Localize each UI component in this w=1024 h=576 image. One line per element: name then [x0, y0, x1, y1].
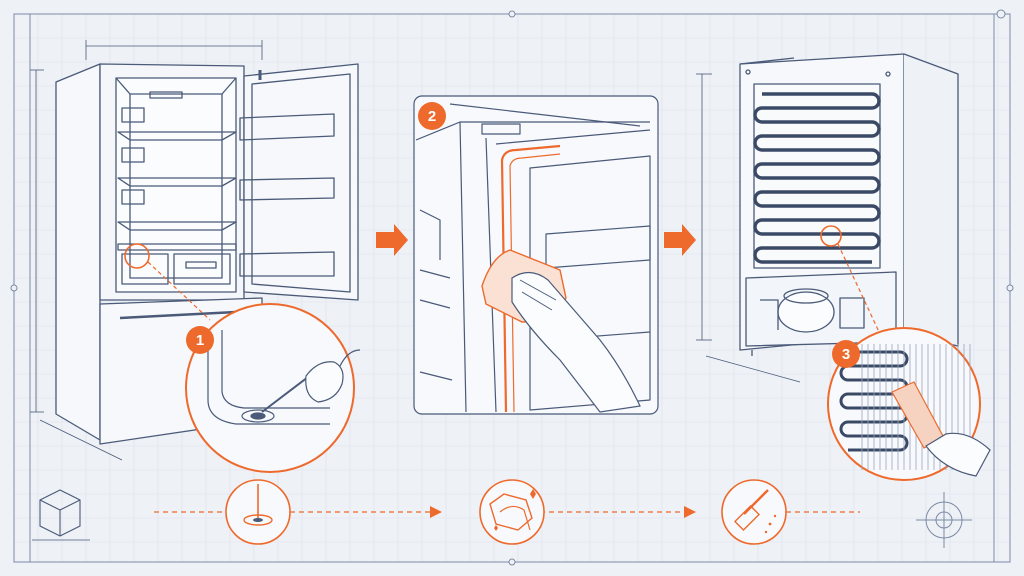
flow-arrow-2	[664, 224, 696, 256]
wipe-cloth-icon	[479, 479, 545, 545]
fridge-back-illustration	[696, 53, 959, 383]
flow-arrow-1	[376, 224, 408, 256]
coil-brush-zoom-detail	[827, 327, 991, 481]
coil-highlight	[820, 225, 881, 335]
step-badge-1: 1	[186, 326, 214, 354]
step-badge-3: 3	[832, 340, 860, 368]
condenser-coils	[753, 92, 881, 264]
coil-brush-icon	[721, 479, 787, 545]
blueprint-frame	[10, 9, 1014, 566]
step-number-3: 3	[842, 346, 850, 363]
crosshair-icon	[916, 492, 972, 548]
step-number-1: 1	[196, 332, 204, 349]
summary-arrow-1	[430, 506, 442, 518]
step-badge-2: 2	[418, 102, 446, 130]
summary-arrow-2	[684, 506, 696, 518]
step-number-2: 2	[428, 108, 436, 125]
cube-icon	[32, 489, 90, 541]
fridge-open-illustration	[30, 40, 359, 461]
gasket-wipe-panel	[413, 95, 659, 415]
summary-arrows	[430, 506, 696, 518]
drain-zoom-detail	[185, 303, 361, 473]
drain-cleaner-icon	[225, 479, 291, 545]
